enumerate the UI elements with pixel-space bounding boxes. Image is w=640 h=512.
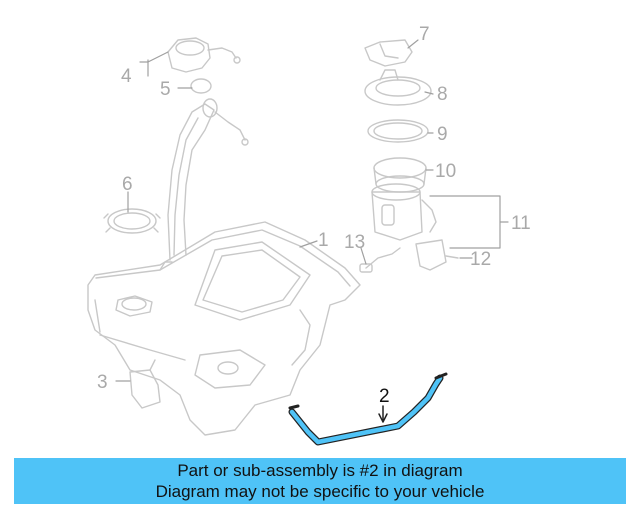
callout-11: 11 — [511, 213, 531, 234]
seal-ring — [190, 78, 212, 94]
banner-line-1: Part or sub-assembly is #2 in diagram — [177, 461, 463, 480]
parts-diagram: 1 2 3 4 5 6 7 8 9 10 11 12 13 — [87, 24, 531, 446]
fuel-tank — [87, 221, 361, 436]
connector-13 — [359, 247, 401, 273]
callout-4: 4 — [121, 66, 132, 87]
callout-1: 1 — [318, 230, 329, 251]
callout-8: 8 — [437, 84, 448, 105]
leader-lines — [115, 39, 509, 382]
callout-10: 10 — [435, 161, 456, 182]
callout-2: 2 — [379, 386, 390, 407]
callout-3: 3 — [97, 372, 108, 393]
callout-6: 6 — [122, 174, 133, 195]
tank-strap-part-2 — [288, 372, 448, 446]
callout-12: 12 — [470, 249, 491, 270]
callout-9: 9 — [437, 124, 448, 145]
pump-cover — [364, 39, 413, 67]
lock-ring — [103, 208, 161, 234]
pump-seal — [367, 119, 429, 143]
filler-neck — [159, 98, 249, 271]
info-banner: Part or sub-assembly is #2 in diagram Di… — [14, 458, 626, 504]
callout-13: 13 — [344, 232, 365, 253]
level-sender — [415, 239, 459, 271]
banner-line-2: Diagram may not be specific to your vehi… — [155, 482, 485, 501]
pump-top — [373, 157, 427, 193]
pump-body — [371, 183, 437, 241]
callout-7: 7 — [419, 24, 430, 45]
callout-5: 5 — [160, 79, 171, 100]
mount-bracket — [129, 359, 161, 409]
pump-flange — [364, 69, 432, 106]
filler-cap — [167, 37, 241, 73]
